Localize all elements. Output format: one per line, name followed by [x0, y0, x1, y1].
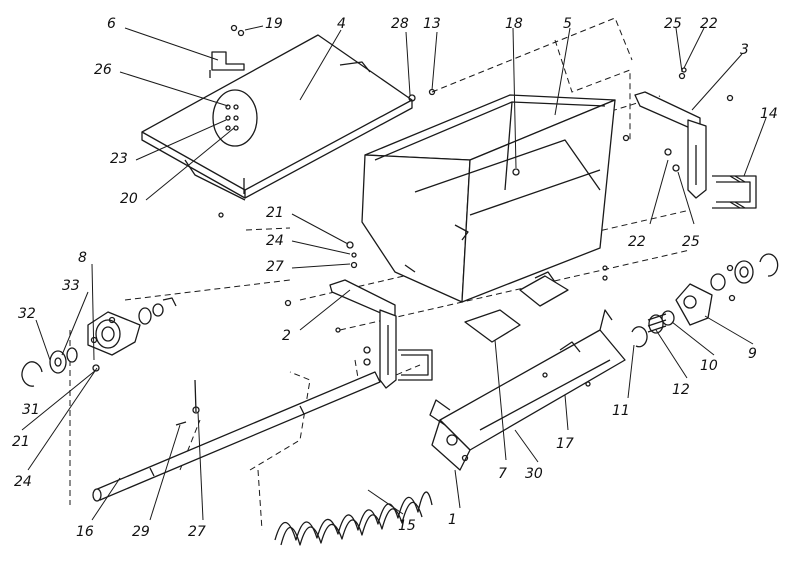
- callout-21-upper: 21: [266, 205, 284, 221]
- callout-3: 3: [740, 42, 749, 58]
- callout-22-top: 22: [700, 16, 718, 32]
- shaft-part-16: [92, 371, 381, 502]
- callout-24-lower: 24: [14, 474, 32, 490]
- callout-24-upper: 24: [266, 233, 284, 249]
- callout-1: 1: [448, 512, 457, 528]
- callout-labels: 6 19 4 28 13 18 5 25 22 3 26 14 23 20 21…: [12, 16, 778, 540]
- callout-12: 12: [672, 382, 690, 398]
- callout-5: 5: [563, 16, 572, 32]
- callout-7: 7: [498, 466, 507, 482]
- hopper-part-5: [361, 94, 630, 303]
- lid-part-4: [141, 24, 436, 218]
- callout-2: 2: [282, 328, 291, 344]
- callout-20: 20: [120, 191, 138, 207]
- callout-28: 28: [391, 16, 409, 32]
- callout-11: 11: [612, 403, 630, 419]
- callout-4: 4: [337, 16, 346, 32]
- callout-6: 6: [107, 16, 116, 32]
- callout-15: 15: [398, 518, 416, 534]
- callout-13: 13: [423, 16, 441, 32]
- callout-33: 33: [62, 278, 80, 294]
- leader-lines: [21, 25, 767, 521]
- bracket-part-3: [634, 67, 734, 199]
- callout-29: 29: [132, 524, 150, 540]
- callout-31: 31: [22, 402, 40, 418]
- callout-30: 30: [525, 466, 543, 482]
- callout-27-lower: 27: [188, 524, 206, 540]
- u-bolt-part-14: [712, 175, 757, 209]
- flange-bearing-part-8: [21, 297, 177, 387]
- callout-8: 8: [78, 250, 87, 266]
- callout-32: 32: [18, 306, 36, 322]
- callout-22-lower: 22: [628, 234, 646, 250]
- callout-21-lower: 21: [12, 434, 30, 450]
- frame-part-1: [429, 309, 626, 471]
- baffle-part-7: [464, 265, 608, 343]
- callout-14: 14: [760, 106, 778, 122]
- callout-26: 26: [94, 62, 112, 78]
- callout-27-upper: 27: [266, 259, 284, 275]
- callout-23: 23: [110, 151, 128, 167]
- callout-25-top: 25: [664, 16, 682, 32]
- callout-16: 16: [76, 524, 94, 540]
- bracket-part-2: [284, 241, 433, 389]
- callout-17: 17: [556, 436, 574, 452]
- callout-10: 10: [700, 358, 718, 374]
- callout-25-lower: 25: [682, 234, 700, 250]
- spring-part-15: [274, 491, 433, 546]
- right-bearing-parts: [631, 253, 779, 348]
- callout-18: 18: [505, 16, 523, 32]
- callout-19: 19: [265, 16, 283, 32]
- callout-9: 9: [748, 346, 757, 362]
